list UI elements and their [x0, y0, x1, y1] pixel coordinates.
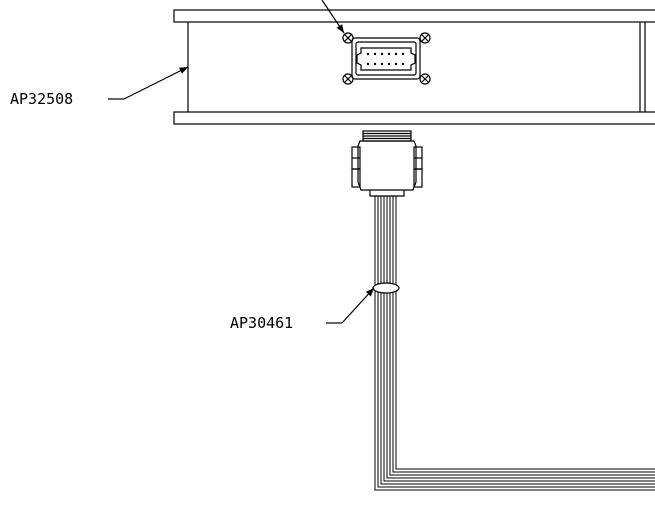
bottom-flange	[173, 111, 655, 125]
enclosure-part-label: AP32508	[10, 90, 73, 108]
panel-connector	[321, 0, 431, 85]
cable-plug	[351, 130, 423, 197]
upper-leader-line	[321, 0, 345, 34]
cable-bundle	[374, 196, 655, 491]
connector-pins	[366, 52, 405, 66]
cable-part-label: AP30461	[230, 314, 293, 332]
enclosure-channel	[173, 9, 655, 125]
top-flange	[173, 9, 655, 23]
cable-id-band	[372, 282, 400, 294]
